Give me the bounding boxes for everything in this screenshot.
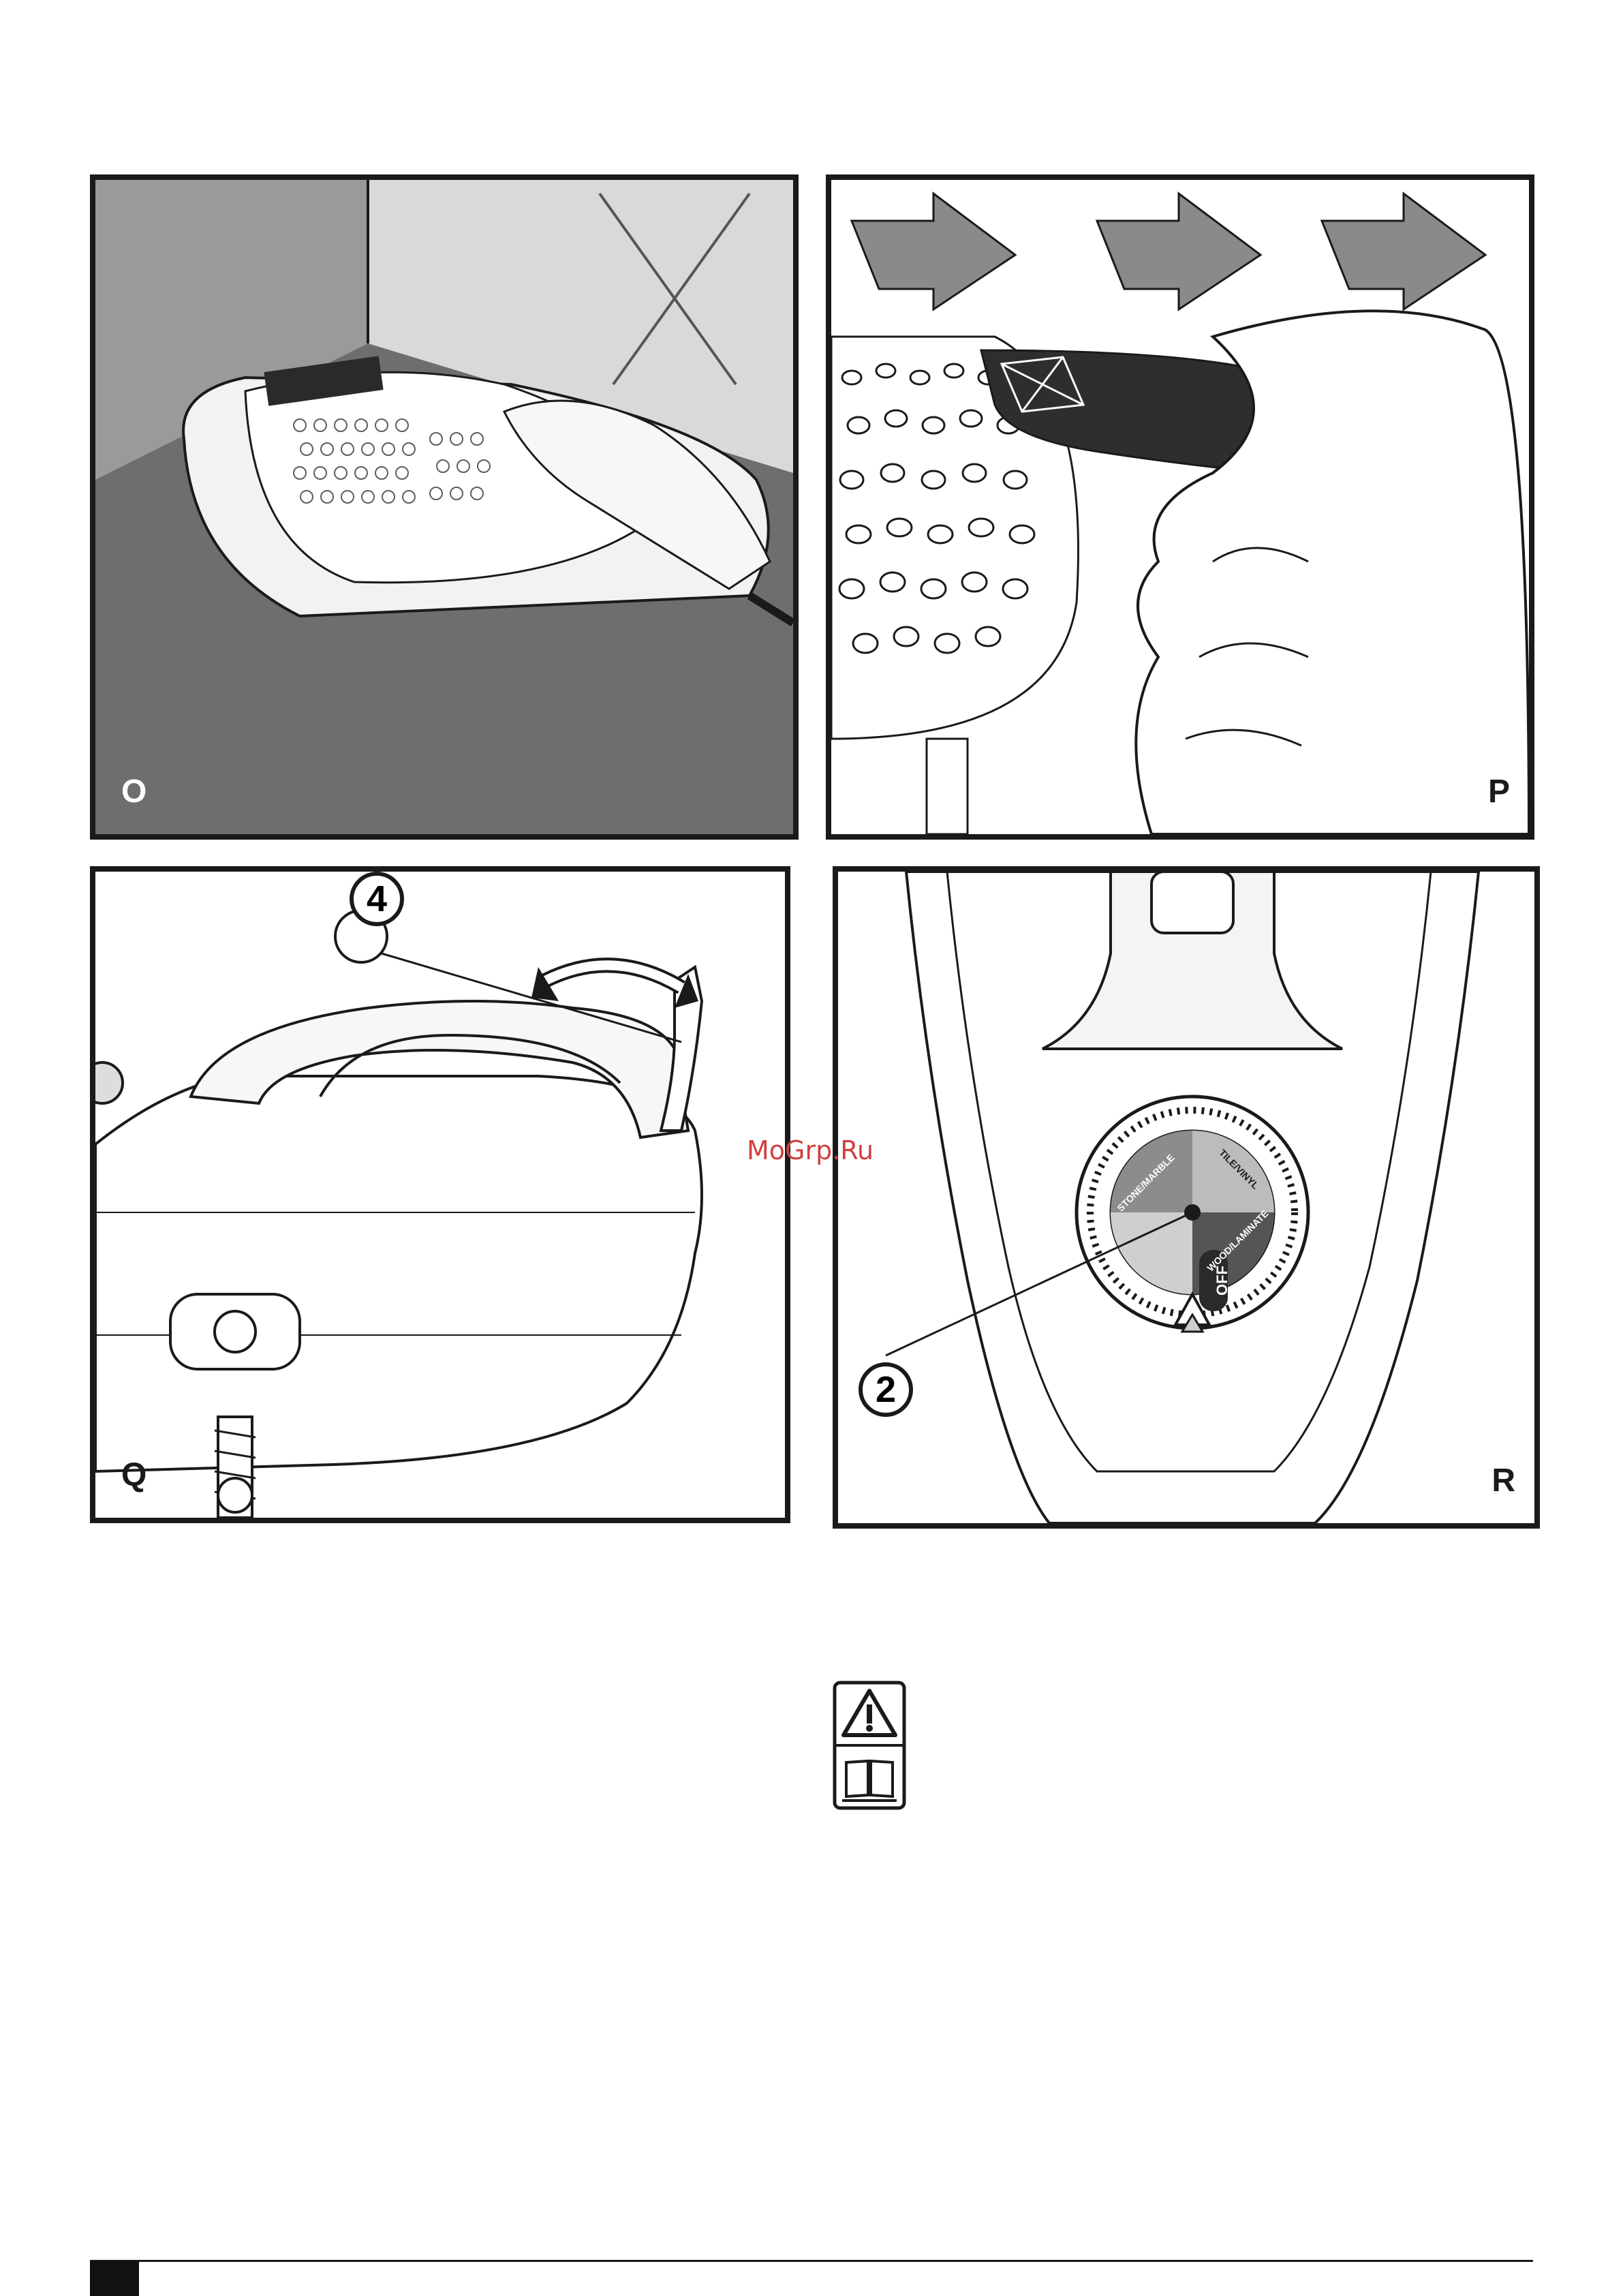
page-number-marker — [90, 2261, 139, 2296]
watermark-text: MoGrp.Ru — [747, 1135, 874, 1165]
dial-off-label: OFF — [1214, 1266, 1231, 1296]
figure-panel-r: OFF STONE/MARBLE TILE/VINYL WOOD/LAMINAT… — [833, 866, 1540, 1529]
steam-mop-corner-illustration — [95, 180, 793, 834]
arrow-right-icon — [1097, 194, 1261, 309]
floor-type-dial-illustration: OFF STONE/MARBLE TILE/VINYL WOOD/LAMINAT… — [838, 872, 1534, 1523]
panel-letter-r: R — [1491, 1465, 1515, 1497]
figure-panel-q: 4 Q — [90, 866, 790, 1523]
callout-label-2: 2 — [876, 1368, 896, 1411]
callout-circle-2: 2 — [859, 1362, 913, 1417]
arrow-right-icon — [1322, 194, 1485, 309]
arrow-right-icon — [852, 194, 1015, 309]
read-manual-warning-block — [833, 1681, 906, 1810]
panel-letter-o: O — [121, 776, 146, 808]
panel-letter-q: Q — [121, 1459, 146, 1492]
callout-label-4: 4 — [367, 878, 387, 920]
panel-letter-p: P — [1488, 776, 1510, 808]
figure-panel-p: P — [826, 174, 1534, 840]
footer-rule — [90, 2260, 1533, 2262]
steam-unit-handle-illustration — [95, 872, 785, 1518]
pad-removal-illustration — [831, 180, 1529, 834]
figure-panel-o: O — [90, 174, 799, 840]
callout-circle-4: 4 — [350, 872, 404, 926]
